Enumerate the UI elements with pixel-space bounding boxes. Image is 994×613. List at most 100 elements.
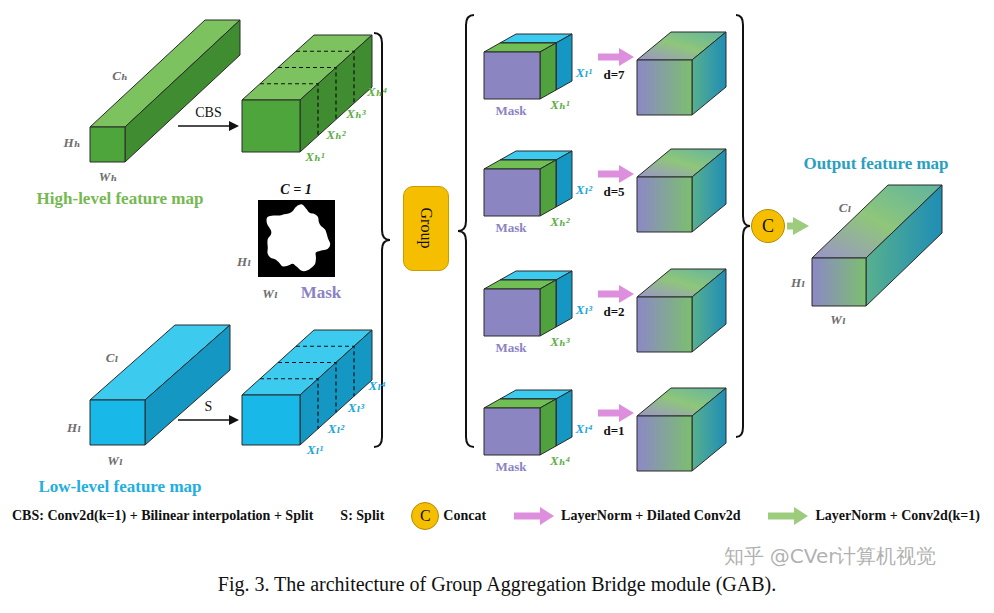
cuboid-side (556, 390, 572, 446)
node-label: Xₗ¹ (576, 65, 592, 81)
node-label: Xₕ⁴ (550, 453, 570, 469)
split-line (278, 363, 336, 413)
split-line (296, 346, 354, 396)
annotation: 知乎 @CVer计算机视觉 (724, 543, 937, 570)
brace (736, 15, 750, 437)
aggregated-cuboid (637, 149, 726, 232)
dilated-conv-arrow (598, 171, 621, 178)
mask-blob (267, 204, 331, 271)
cuboid-drawing (484, 408, 540, 455)
node-label: Xₗ³ (348, 400, 364, 416)
node-label: Hₗ (791, 275, 805, 291)
cuboid-front (242, 395, 300, 445)
legend-arrow-line (768, 513, 795, 520)
legend-item: C Concat (411, 502, 486, 530)
split-line (260, 379, 318, 429)
legend-swatch (767, 507, 809, 525)
node-label: Xₕ⁴ (367, 84, 387, 100)
cuboid-front (484, 169, 540, 216)
cuboid-side (556, 151, 572, 207)
node-label: Cₗ (106, 350, 118, 366)
legend: CBS: Conv2d(k=1) + Bilinear interpolatio… (12, 502, 980, 530)
cuboid-side (692, 388, 726, 471)
node-label: Xₕ¹ (550, 97, 569, 113)
node-label: Cₗ (839, 200, 851, 216)
node-label: Xₕ² (550, 214, 569, 230)
node-label: High-level feature map (37, 189, 204, 209)
feature-cuboid: CₗHₗWₗOutput feature map (812, 258, 866, 306)
node-label: Wₕ (99, 169, 117, 185)
node-label: Wₗ (107, 453, 122, 469)
edge-label: CBS (193, 105, 223, 120)
node-label: Xₗ³ (576, 302, 592, 318)
node-label: Mask (495, 103, 526, 119)
node-label: Xₗ⁴ (369, 378, 386, 394)
feature-cuboid: CₗHₗWₗLow-level feature map (90, 400, 145, 445)
aggregated-cuboid (637, 269, 726, 352)
node-label: C = 1 (280, 182, 311, 198)
feature-cuboid: Xₗ³Xₕ³Mask (484, 289, 540, 336)
dilated-conv-arrow (598, 291, 621, 298)
legend-text: Concat (443, 508, 486, 524)
cuboid-side (692, 269, 726, 352)
dilated-conv-arrowhead (619, 48, 634, 66)
feature-cuboid: Xₗ²Xₕ²Mask (484, 169, 540, 216)
legend-item: LayerNorm + Conv2d(k=1) (767, 507, 980, 525)
legend-arrowhead (794, 507, 808, 525)
cuboid-front (90, 127, 125, 162)
cuboid-front (637, 60, 692, 115)
legend-swatch (513, 507, 555, 525)
legend-text: LayerNorm + Conv2d(k=1) (815, 508, 980, 524)
dilated-conv-arrowhead (619, 165, 634, 183)
cuboid-front (637, 416, 692, 471)
connector (178, 419, 229, 421)
node-label: Wₗ (830, 312, 845, 328)
node-label: Mask (495, 220, 526, 236)
legend-symbol-text: C (420, 507, 431, 525)
legend-text: S: Split (340, 508, 384, 524)
feature-cuboid: Xₗ¹Xₗ²Xₗ³Xₗ⁴ (242, 395, 300, 445)
node-label: Cₕ (112, 68, 127, 84)
group-label: Group (417, 208, 435, 249)
node-label: Xₗ¹ (307, 442, 323, 458)
cuboid-drawing (484, 52, 540, 99)
cuboid-side (540, 280, 556, 336)
cuboid-side (125, 20, 240, 162)
cuboid-front (812, 258, 866, 306)
legend-item: CBS: Conv2d(k=1) + Bilinear interpolatio… (12, 508, 313, 524)
node-label: Xₕ³ (346, 106, 365, 122)
cuboid-side (866, 185, 942, 306)
node-label: Xₕ¹ (305, 149, 324, 165)
connector (178, 125, 229, 127)
brace (458, 15, 474, 447)
split-line (260, 84, 318, 136)
node-label: Mask (301, 283, 342, 303)
node-label: Wₗ (262, 286, 277, 302)
cuboid-drawing (258, 200, 335, 277)
concat-symbol: C (762, 217, 774, 235)
cuboid-side (300, 330, 372, 445)
connector (787, 223, 793, 230)
cuboid-drawing (90, 127, 125, 162)
annotation: d=1 (603, 423, 624, 439)
caption: Fig. 3. The architecture of Group Aggreg… (0, 573, 994, 596)
cuboid-drawing (90, 400, 145, 445)
feature-cuboid: Xₗ⁴Xₕ⁴Mask (484, 408, 540, 455)
node-label: Hₕ (64, 135, 81, 151)
cuboid-side (556, 271, 572, 327)
legend-arrowhead (540, 507, 554, 525)
split-line (278, 68, 336, 120)
legend-arrow-line (514, 513, 541, 520)
split-line (296, 51, 354, 103)
node-label: Xₕ² (326, 127, 345, 143)
node-label: Mask (495, 340, 526, 356)
node-label: Xₗ⁴ (576, 421, 593, 437)
cuboid-drawing (484, 169, 540, 216)
annotation: d=5 (603, 184, 624, 200)
mask-ground (258, 200, 335, 277)
aggregated-cuboid (637, 388, 726, 471)
annotation: d=2 (603, 304, 624, 320)
cuboid-side (540, 160, 556, 216)
cuboid-front (242, 100, 300, 152)
